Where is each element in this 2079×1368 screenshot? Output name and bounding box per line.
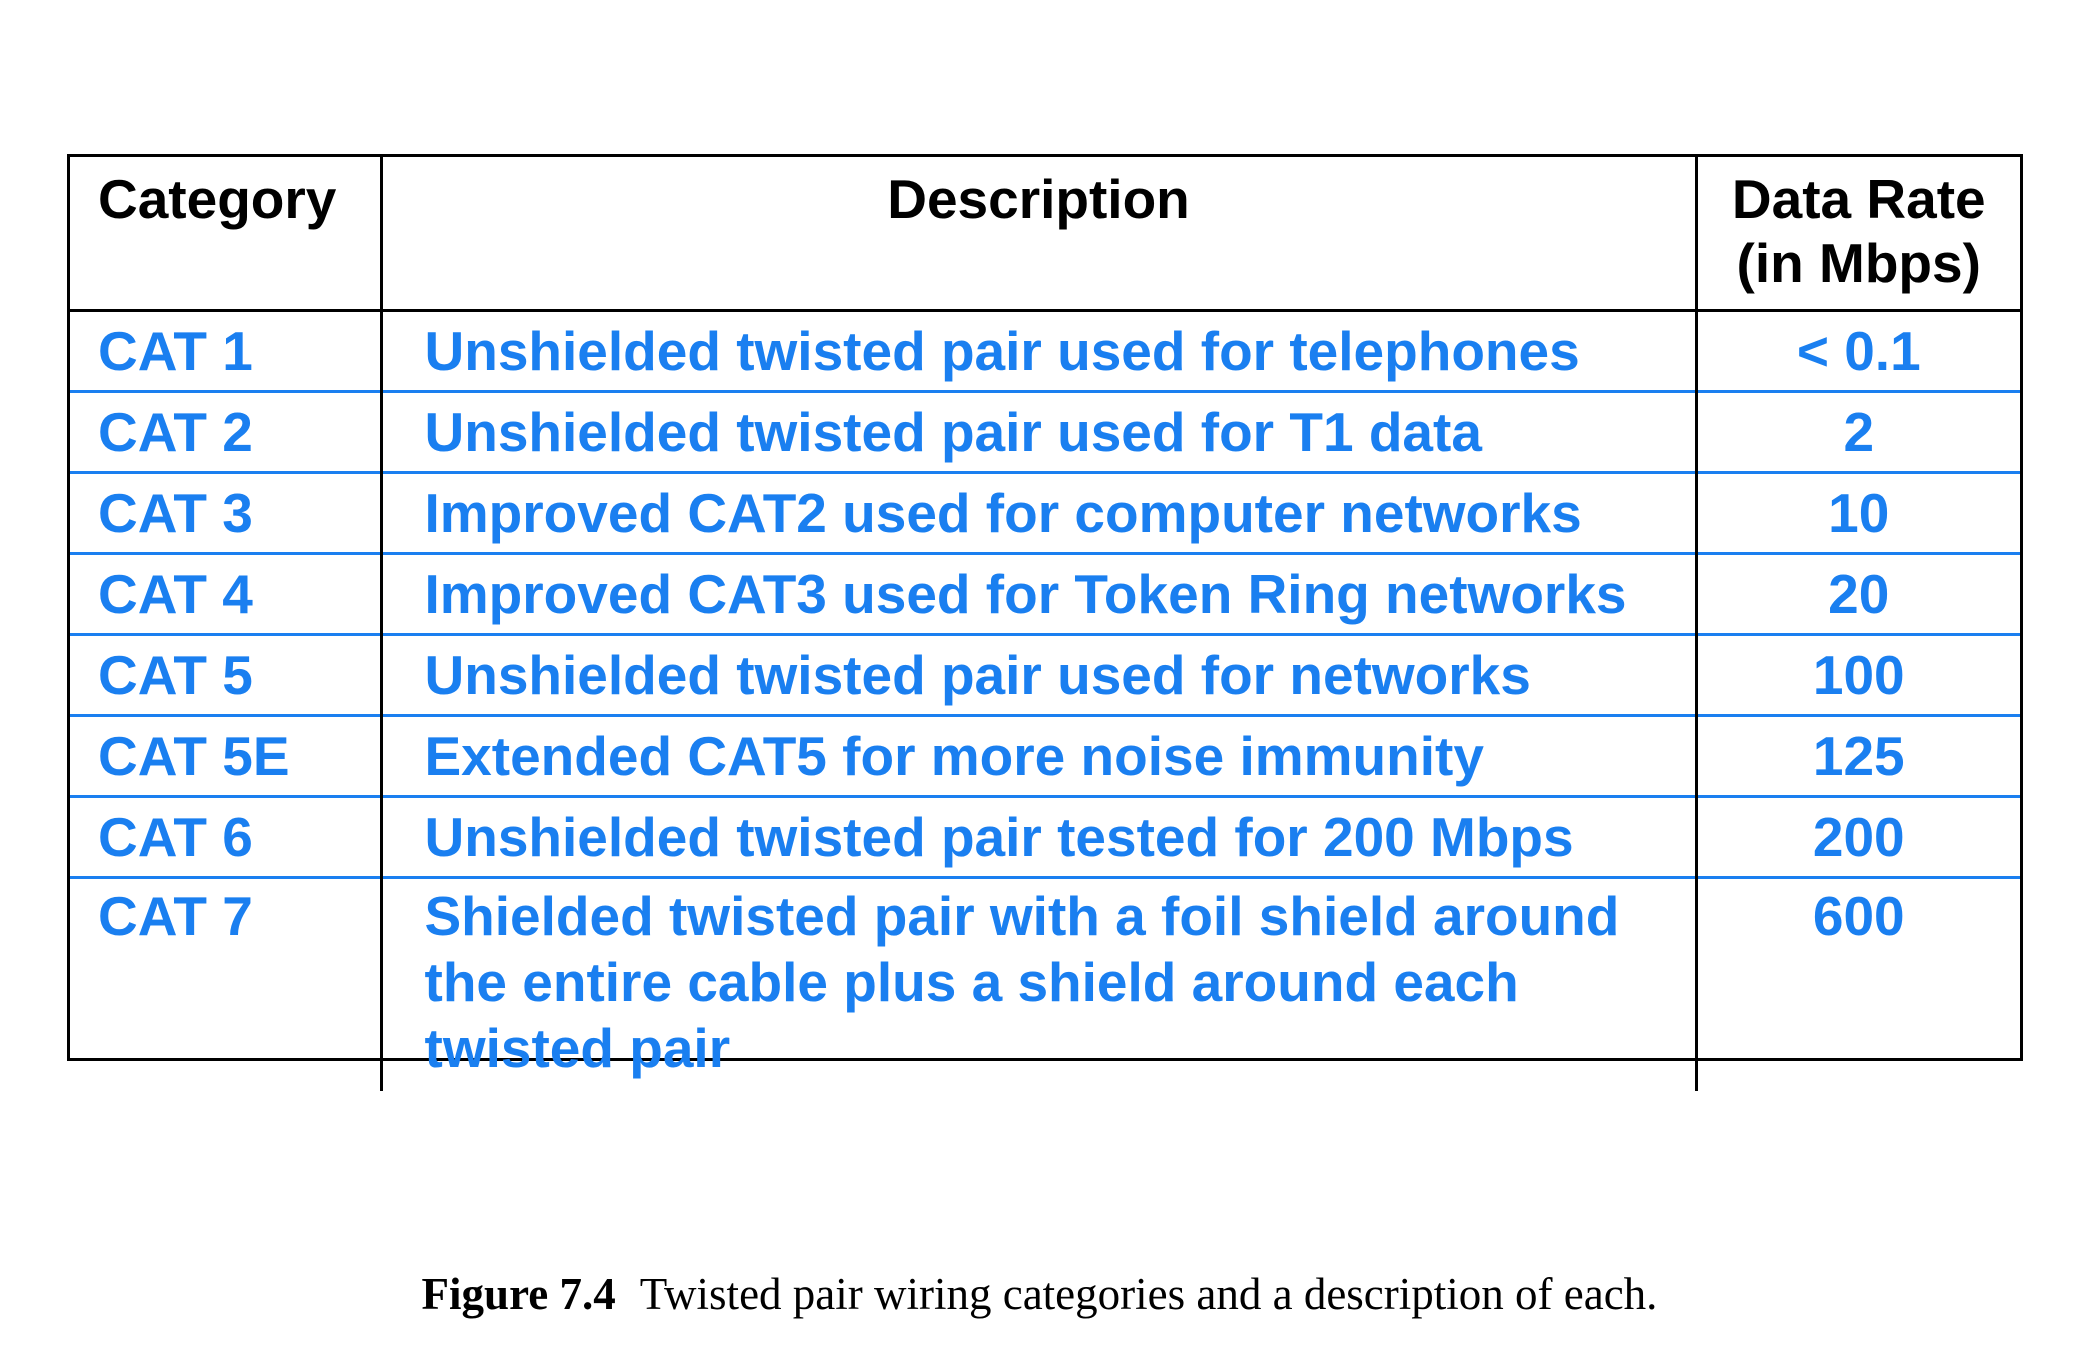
header-data-rate-line2: (in Mbps) xyxy=(1736,232,1981,294)
category-cell: CAT 4 xyxy=(70,552,383,635)
data-rate-cell: 2 xyxy=(1696,390,2020,473)
description-cell: Unshielded twisted pair tested for 200 M… xyxy=(381,795,1698,878)
table-header-row: Category Description Data Rate (in Mbps) xyxy=(70,157,2020,312)
data-rate-cell: < 0.1 xyxy=(1796,320,1921,382)
description-cell: Extended CAT5 for more noise immunity xyxy=(381,714,1698,797)
description-cell: Improved CAT2 used for computer networks xyxy=(381,471,1698,554)
wiring-categories-table: Category Description Data Rate (in Mbps)… xyxy=(70,157,2020,1091)
header-description: Description xyxy=(381,157,1698,312)
header-data-rate: Data Rate (in Mbps) xyxy=(1696,157,2020,312)
data-rate-cell: 200 xyxy=(1696,795,2020,878)
category-cell: CAT 1 xyxy=(70,310,383,392)
figure-label: Figure 7.4 xyxy=(421,1269,616,1319)
data-rate-cell: 20 xyxy=(1696,552,2020,635)
description-cell: Shielded twisted pair with a foil shield… xyxy=(381,876,1698,1091)
data-rate-cell: 10 xyxy=(1696,471,2020,554)
description-cell: Unshielded twisted pair used for T1 data xyxy=(381,390,1698,473)
category-cell: CAT 6 xyxy=(70,795,383,878)
category-cell: CAT 2 xyxy=(70,390,383,473)
data-rate-cell: 100 xyxy=(1696,633,2020,716)
table-row: CAT 6 Unshielded twisted pair tested for… xyxy=(70,795,2020,878)
table-row: CAT 3 Improved CAT2 used for computer ne… xyxy=(70,471,2020,554)
data-rate-cell: 600 xyxy=(1696,876,2020,1091)
table-row: CAT 7 Shielded twisted pair with a foil … xyxy=(70,876,2020,1091)
description-cell: Unshielded twisted pair used for network… xyxy=(381,633,1698,716)
table-row: CAT 4 Improved CAT3 used for Token Ring … xyxy=(70,552,2020,635)
figure-caption: Figure 7.4 Twisted pair wiring categories… xyxy=(0,1268,2079,1320)
category-cell: CAT 3 xyxy=(70,471,383,554)
header-data-rate-line1: Data Rate xyxy=(1731,168,1986,230)
description-cell: Unshielded twisted pair used for telepho… xyxy=(381,310,1698,392)
header-category: Category xyxy=(70,157,383,312)
description-cell: Improved CAT3 used for Token Ring networ… xyxy=(381,552,1698,635)
table-row: CAT 5E Extended CAT5 for more noise immu… xyxy=(70,714,2020,797)
data-rate-cell: 125 xyxy=(1696,714,2020,797)
table-row: CAT 1 Unshielded twisted pair used for t… xyxy=(70,310,2020,392)
category-cell: CAT 5 xyxy=(70,633,383,716)
table-row: CAT 5 Unshielded twisted pair used for n… xyxy=(70,633,2020,716)
figure-caption-text: Twisted pair wiring categories and a des… xyxy=(639,1269,1658,1319)
category-cell: CAT 5E xyxy=(70,714,383,797)
wiring-categories-table-frame: Category Description Data Rate (in Mbps)… xyxy=(67,154,2023,1091)
table-row: CAT 2 Unshielded twisted pair used for T… xyxy=(70,390,2020,473)
category-cell: CAT 7 xyxy=(70,876,383,1091)
